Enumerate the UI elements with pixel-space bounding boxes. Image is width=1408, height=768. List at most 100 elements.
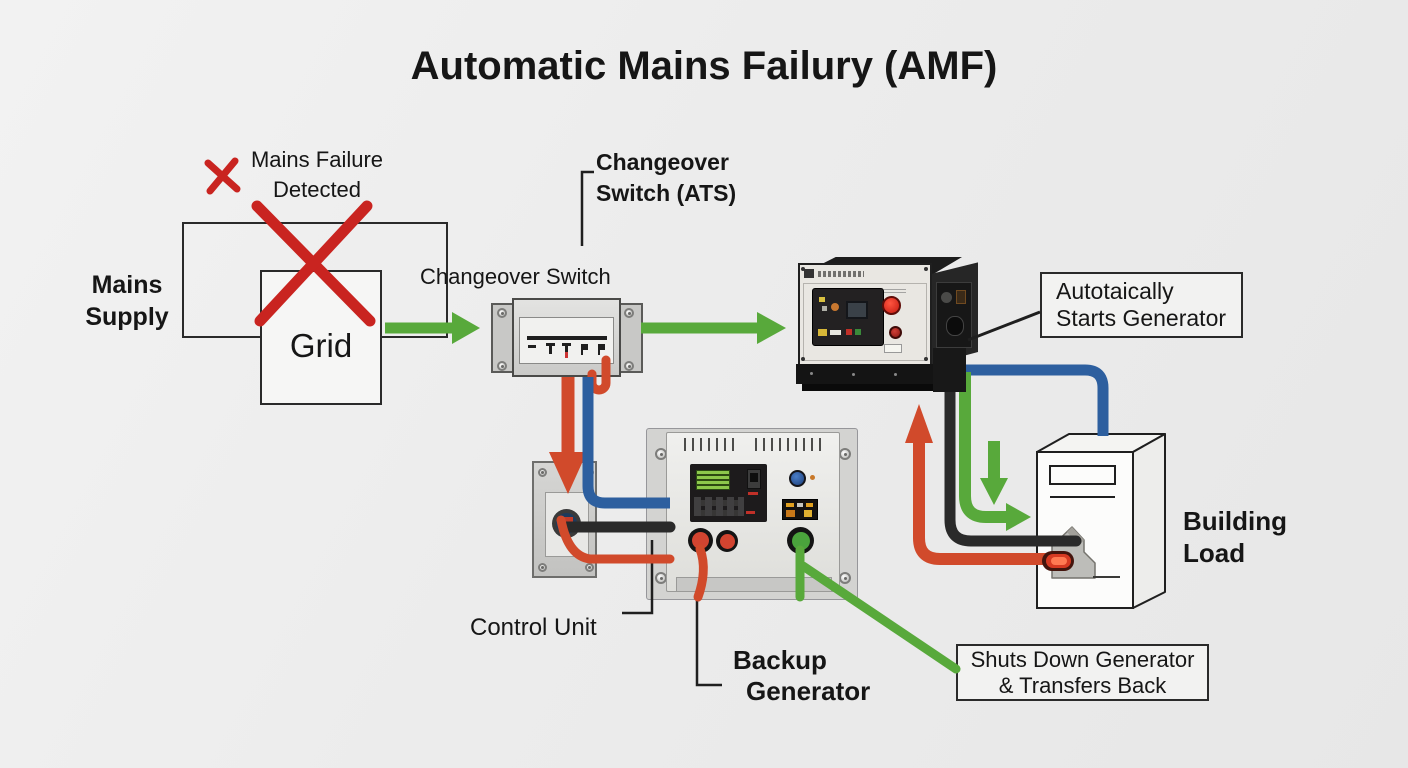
auto-start-leader-line	[967, 310, 1041, 342]
control-unit-hole-bl	[655, 572, 667, 584]
generator-knob	[831, 303, 839, 311]
control-unit-toggle-knob	[750, 473, 758, 482]
control-unit-toggle-mark	[748, 492, 758, 495]
control-unit-lcd	[696, 470, 730, 490]
generator-bolt-br	[924, 357, 928, 361]
grid-box: Grid	[260, 270, 382, 405]
flow-green-generator-to-load	[959, 372, 1006, 523]
generator-start-button	[889, 326, 902, 339]
control-unit-green-port	[787, 527, 814, 554]
amber-display-seg-4	[786, 510, 795, 517]
grid-label: Grid	[289, 327, 353, 364]
mains-failure-cross-icon	[204, 157, 241, 195]
control-unit-red-port-1	[688, 528, 713, 553]
control-unit-vents-left	[684, 438, 738, 451]
ats-bracket-line	[580, 170, 594, 246]
switch-lever-t2-tip	[565, 352, 568, 358]
generator-label-strip-3	[846, 329, 852, 335]
generator-logo-mark	[804, 269, 814, 278]
auto-start-line1: Autotaically	[1056, 278, 1174, 304]
flow-arrow-switch-to-generator	[641, 312, 786, 344]
mains-failure-label: Mains Failure Detected	[250, 147, 384, 202]
switch-lever-dash	[528, 345, 536, 348]
control-unit-label: Control Unit	[470, 614, 597, 641]
shutdown-callout-box: Shuts Down Generator & Transfers Back	[956, 644, 1209, 701]
switch-screw-tl	[497, 308, 507, 318]
generator-label-strip-4	[855, 329, 861, 335]
switch-lever-flag2	[598, 344, 605, 350]
green-down-arrow-icon	[980, 441, 1008, 505]
wall-box-screw-tl	[538, 468, 547, 477]
amber-display-seg-3	[806, 503, 813, 507]
control-unit-vents-right	[755, 438, 821, 451]
building-load-label: Building Load	[1183, 506, 1287, 568]
generator-label-strip-2	[830, 330, 841, 335]
switch-lever-flag1-stem	[581, 350, 583, 355]
flow-green-generator-to-load-head	[1006, 503, 1031, 531]
mains-supply-label: Mains Supply	[85, 271, 169, 331]
control-unit-bottom-bracket	[676, 577, 832, 592]
control-unit-blue-button	[789, 470, 806, 487]
amber-display-seg-2	[797, 503, 803, 507]
generator-front-frame	[803, 283, 927, 361]
switch-lever-t2-stem	[565, 343, 568, 352]
wall-box-screw-br	[585, 563, 594, 572]
red-up-arrow-head	[905, 404, 933, 443]
page-title: Automatic Mains Failury (AMF)	[410, 44, 998, 88]
shutdown-line2: & Transfers Back	[998, 672, 1167, 698]
auto-start-callout-box: Autotaically Starts Generator	[1040, 272, 1243, 338]
switch-lever-flag1	[581, 344, 588, 350]
generator-sticker	[884, 344, 902, 353]
control-unit-keypad	[694, 497, 744, 516]
control-unit-power-mark	[746, 511, 755, 514]
generator-indicator-1	[819, 297, 825, 302]
amber-display-seg-5	[804, 510, 812, 517]
control-unit-hole-tr	[839, 448, 851, 460]
control-unit-red-port-2	[716, 530, 738, 552]
wall-box-screw-tr	[585, 468, 594, 477]
load-house-icon	[1051, 526, 1096, 579]
ats-label: Changeover Switch (ATS)	[596, 149, 737, 206]
wire-black-generator-to-load	[944, 366, 1082, 547]
generator-logo-text	[818, 271, 864, 277]
generator-bolt-bl	[801, 357, 805, 361]
generator-right-panel	[936, 282, 972, 348]
control-unit-amber-led	[810, 475, 815, 480]
generator-alternator-detail	[941, 292, 952, 303]
backup-generator-leader-line	[695, 601, 722, 687]
switch-bar	[527, 336, 607, 340]
load-red-socket	[1042, 551, 1074, 571]
backup-generator-line1: Backup	[733, 645, 827, 675]
generator-base-bolt-3	[894, 373, 897, 376]
auto-start-line2: Starts Generator	[1056, 305, 1227, 331]
building-load-box	[1036, 433, 1166, 609]
generator-breaker-detail	[946, 316, 964, 336]
backup-generator-line2: Generator	[746, 676, 871, 706]
generator-estop-label	[884, 287, 906, 293]
switch-screw-bl	[497, 361, 507, 371]
amber-display-seg-1	[786, 503, 794, 507]
generator-screen	[846, 301, 868, 319]
generator-outlet-detail	[956, 290, 966, 304]
generator-label-strip-1	[818, 329, 827, 336]
wire-red-load-to-generator	[913, 440, 1052, 565]
switch-lever-t1-stem	[549, 343, 552, 354]
generator-bolt-tl	[801, 267, 805, 271]
generator-base	[796, 364, 948, 384]
shutdown-line1: Shuts Down Generator	[970, 646, 1195, 672]
switch-screw-tr	[624, 308, 634, 318]
wire-blue-generator-to-load	[945, 364, 1109, 436]
wall-box-screw-bl	[538, 563, 547, 572]
wall-box-connector	[552, 509, 581, 538]
generator-base-lip	[802, 384, 940, 391]
generator-bolt-tr	[924, 267, 928, 271]
load-slot	[1049, 465, 1116, 485]
generator-estop-button	[882, 296, 901, 315]
generator-base-bolt-1	[810, 372, 813, 375]
generator-base-bolt-2	[852, 373, 855, 376]
switch-lever-flag2-stem	[598, 350, 600, 355]
switch-screw-br	[624, 361, 634, 371]
changeover-switch-label: Changeover Switch	[420, 264, 611, 289]
control-unit-hole-br	[839, 572, 851, 584]
